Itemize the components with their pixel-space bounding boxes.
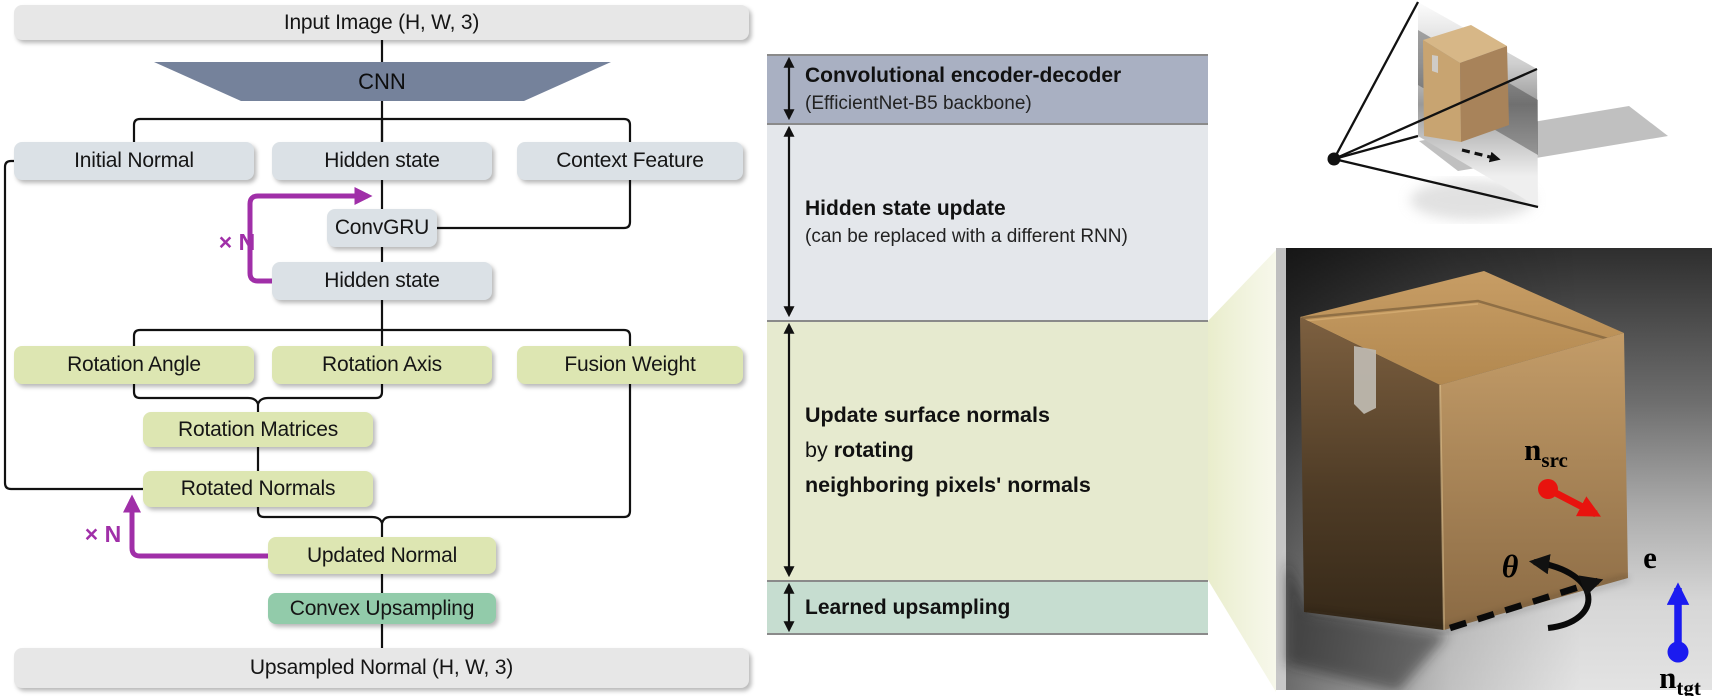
iteration-loops <box>123 187 373 559</box>
node-convgru: ConvGRU <box>327 209 437 247</box>
panel-upsampling-text: Learned upsampling <box>805 580 1010 635</box>
node-label: CNN <box>358 68 406 94</box>
node-label: Updated Normal <box>306 543 458 567</box>
node-rotation-axis: Rotation Axis <box>272 346 492 384</box>
node-label: Input Image (H, W, 3) <box>283 10 480 34</box>
panel-title: Hidden state update <box>805 196 1006 220</box>
panel-update-text: Update surface normals by rotating neigh… <box>805 320 1091 580</box>
panel-title: Convolutional encoder-decoder <box>805 63 1122 87</box>
panel-hidden-text: Hidden state update (can be replaced wit… <box>805 123 1128 320</box>
node-context-feature: Context Feature <box>517 142 743 180</box>
panel-line: neighboring pixels' normals <box>805 472 1091 497</box>
label-n-src-sub: src <box>1541 448 1568 473</box>
panel-encoder-text: Convolutional encoder-decoder (Efficient… <box>805 54 1121 123</box>
camera-frustum-figure <box>1327 1 1668 220</box>
loop-count-label-bottom: × N <box>84 521 122 547</box>
node-fusion-weight: Fusion Weight <box>517 346 743 384</box>
rotation-axis-dashed-arrow <box>1449 575 1604 632</box>
label-n-tgt-base: n <box>1659 660 1677 695</box>
node-upsampled-normal: Upsampled Normal (H, W, 3) <box>14 648 749 688</box>
panel-title: Learned upsampling <box>805 596 1011 619</box>
label-n-src-base: n <box>1524 432 1542 467</box>
node-label: Rotation Angle <box>67 353 201 376</box>
panel-line: Update surface normals <box>805 402 1050 427</box>
target-normal-dot <box>1667 641 1689 663</box>
node-label: Initial Normal <box>74 149 194 172</box>
panel-line-regular: by <box>805 437 834 462</box>
node-rotation-angle: Rotation Angle <box>14 346 254 384</box>
cnn-trapezoid <box>154 62 611 101</box>
node-initial-normal: Initial Normal <box>14 142 254 180</box>
node-input-image: Input Image (H, W, 3) <box>14 5 749 40</box>
node-label: ConvGRU <box>334 216 430 239</box>
label-n-tgt: ntgt <box>1638 660 1722 696</box>
node-label: Fusion Weight <box>564 353 696 376</box>
node-hidden-state-top: Hidden state <box>272 142 492 180</box>
loop-count-label-top: × N <box>218 229 256 255</box>
node-hidden-state-bottom: Hidden state <box>272 262 492 300</box>
node-label: Rotated Normals <box>180 477 336 500</box>
node-rotation-matrices: Rotation Matrices <box>143 412 373 447</box>
node-updated-normal: Updated Normal <box>268 537 496 574</box>
node-label: Rotation Axis <box>322 353 442 376</box>
label-theta: θ <box>1501 548 1519 584</box>
source-normal-dot <box>1538 479 1558 499</box>
node-rotated-normals: Rotated Normals <box>143 471 373 507</box>
node-convex-upsampling: Convex Upsampling <box>268 593 496 624</box>
node-label: Rotation Matrices <box>178 417 338 441</box>
label-n-tgt-sub: tgt <box>1676 676 1701 696</box>
node-cnn-label: CNN <box>282 62 482 101</box>
zoom-beam <box>1208 250 1276 692</box>
flowchart-connectors <box>3 40 632 648</box>
panel-subtitle: (can be replaced with a different RNN) <box>805 225 1128 247</box>
panel-learned-upsampling <box>767 580 1208 635</box>
panel-update-normals <box>767 320 1208 580</box>
box-photo-figure <box>1276 248 1712 690</box>
node-label: Hidden state <box>324 269 440 292</box>
node-label: Convex Upsampling <box>289 596 475 620</box>
panel-line: by rotating <box>805 433 1091 468</box>
panel-hidden-state-update <box>767 123 1208 320</box>
label-n-src: nsrc <box>1504 432 1588 473</box>
label-e: e <box>1643 540 1657 575</box>
node-label: Hidden state <box>324 149 440 172</box>
panel-encoder-decoder <box>767 54 1208 123</box>
panel-subtitle: (EfficientNet-B5 backbone) <box>805 92 1032 114</box>
panel-line-bold: rotating <box>833 437 914 462</box>
node-label: Context Feature <box>556 149 704 172</box>
node-label: Upsampled Normal (H, W, 3) <box>249 656 514 679</box>
